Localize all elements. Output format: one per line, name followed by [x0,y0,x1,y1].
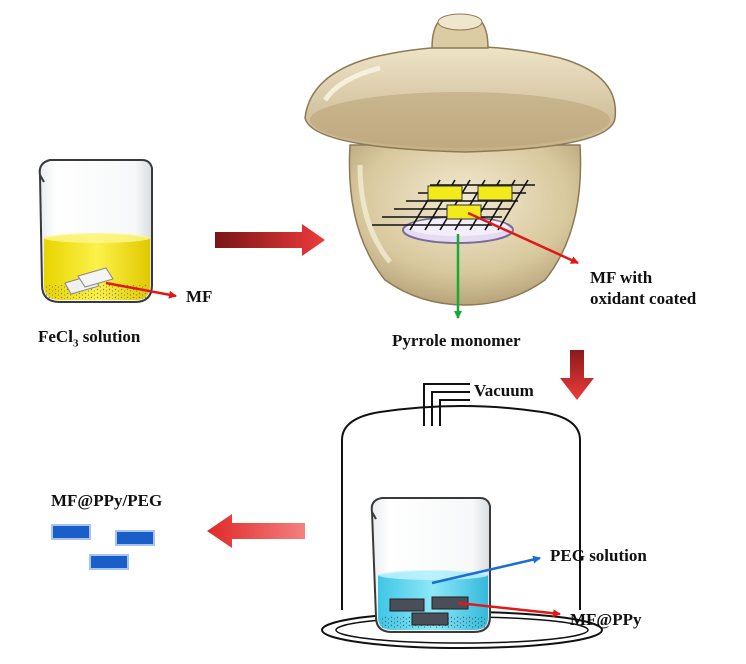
mf-pointer-arrow [105,281,177,299]
mf-oxidant-coated-label-line2: oxidant coated [590,289,697,308]
product-sheets [51,524,155,570]
pyrrole-monomer-label: Pyrrole monomer [392,331,521,350]
vacuum-chamber [321,383,603,649]
process-arrow-left [207,514,305,548]
product-sheet [51,524,91,540]
fecl3-solution-label: FeCl3 solution [38,327,140,350]
peg-solution-label: PEG solution [550,546,647,565]
peg-pointer-arrow [431,555,541,585]
product-sheet [89,554,129,570]
oxidant-coated-sheets [427,185,513,220]
mf-sheets [64,267,114,295]
product-label: MF@PPy/PEG [51,491,163,510]
mf-oxidant-coated-label-line1: MF with [590,268,653,287]
peg-beaker [370,497,491,633]
desiccator-lid [304,13,617,153]
vacuum-pipe [423,383,470,426]
mf-ppy-label: MF@PPy [570,610,642,629]
process-arrow-right [215,224,325,256]
fecl3-formula: FeCl [38,327,73,346]
fecl3-suffix: solution [78,327,141,346]
mf-label: MF [186,287,213,306]
fecl3-beaker [38,159,177,303]
desiccator [304,13,617,319]
product-sheet [115,530,155,546]
fecl3-subscript: 3 [72,337,79,350]
vacuum-label: Vacuum [474,381,534,400]
process-arrow-down [560,350,594,400]
ppy-pointer-arrow [457,601,561,618]
coated-pointer-arrow [467,211,579,265]
